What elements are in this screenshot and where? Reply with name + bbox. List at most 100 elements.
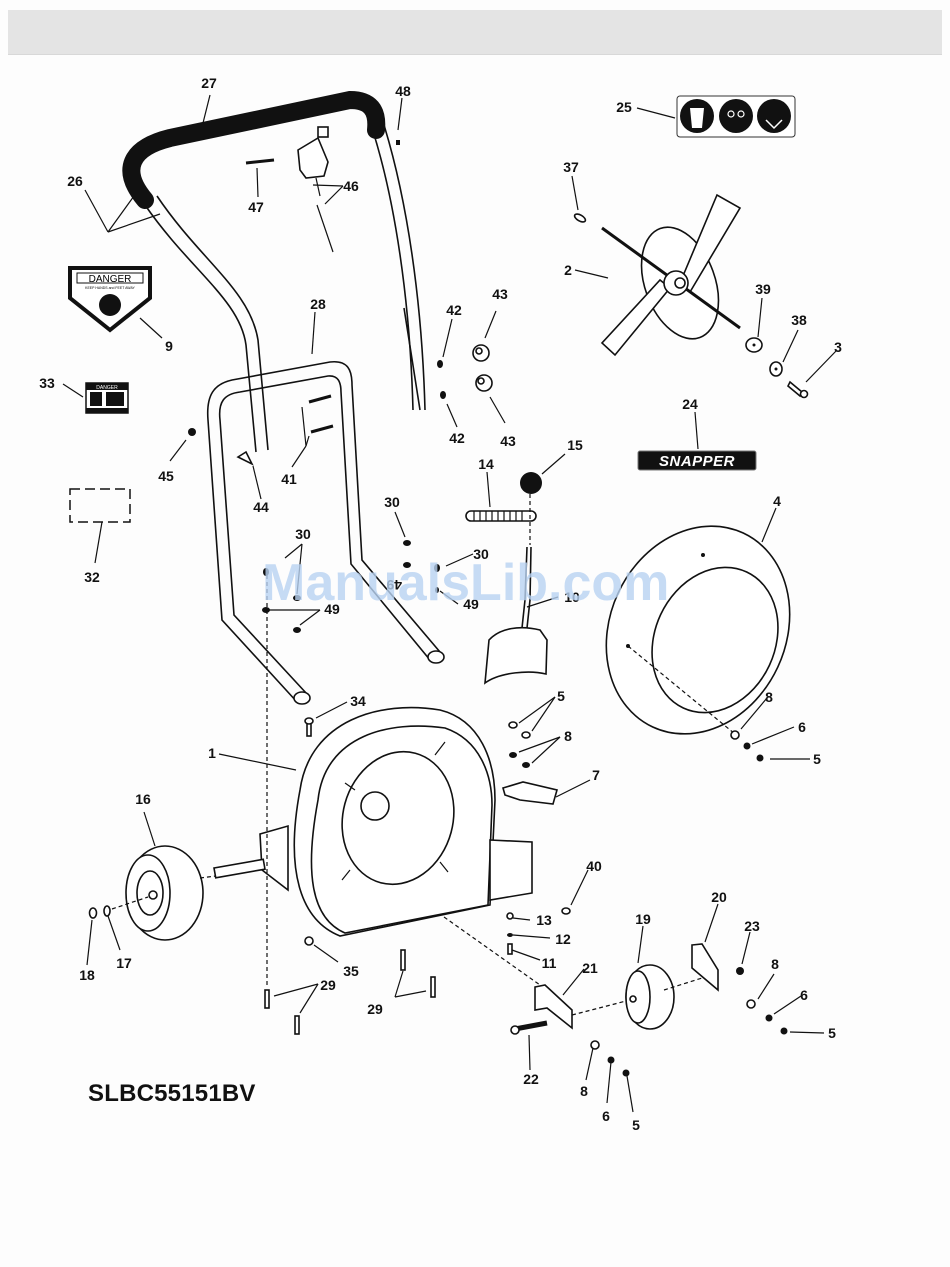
callout-4: 4 (773, 493, 781, 509)
snapper-decal-24[interactable]: SNAPPER (638, 451, 756, 470)
callout-32: 32 (84, 569, 100, 585)
nut-30b[interactable] (293, 595, 301, 601)
housing-cover-4[interactable] (573, 496, 823, 764)
serial-decal-32[interactable] (70, 489, 130, 522)
washer-12[interactable] (507, 933, 513, 937)
bolt-47[interactable] (246, 160, 274, 163)
knob-15[interactable] (520, 472, 542, 494)
callout-30b: 30 (384, 494, 400, 510)
callout-3: 3 (834, 339, 842, 355)
callout-6b: 6 (800, 987, 808, 1003)
callout-16: 16 (135, 791, 151, 807)
callout-9: 9 (165, 338, 173, 354)
callout-1: 1 (208, 745, 216, 761)
callout-43a: 43 (492, 286, 508, 302)
callout-12: 12 (555, 931, 571, 947)
callout-48: 48 (395, 83, 411, 99)
callout-37: 37 (563, 159, 579, 175)
nut-30a[interactable] (263, 568, 269, 576)
callout-30a: 30 (295, 526, 311, 542)
callout-44: 44 (253, 499, 269, 515)
callout-8c: 8 (771, 956, 779, 972)
nut-35[interactable] (305, 937, 313, 945)
eye-protection-icon (719, 99, 753, 133)
callout-29a: 29 (320, 977, 336, 993)
callout-6c: 6 (602, 1108, 610, 1124)
callout-24: 24 (682, 396, 698, 412)
housing-1[interactable] (214, 708, 532, 936)
callout-42b: 42 (449, 430, 465, 446)
carriage-bolts-41[interactable] (309, 396, 333, 432)
callout-5a: 5 (557, 688, 565, 704)
callout-27: 27 (201, 75, 217, 91)
callout-15: 15 (567, 437, 583, 453)
thrown-object-icon (90, 392, 102, 406)
callout-8a: 8 (564, 728, 572, 744)
callout-25: 25 (616, 99, 632, 115)
callout-8b: 8 (765, 689, 773, 705)
deflector-10[interactable] (485, 547, 547, 683)
callout-5c: 5 (828, 1025, 836, 1041)
callout-22: 22 (523, 1071, 539, 1087)
impeller[interactable] (602, 195, 740, 355)
callout-46: 46 (343, 178, 359, 194)
plug-45[interactable] (188, 428, 196, 436)
handle-grip[interactable] (131, 100, 376, 200)
callout-2: 2 (564, 262, 572, 278)
callout-41: 41 (281, 471, 297, 487)
bracket-7[interactable] (503, 782, 557, 804)
fastener-48[interactable] (396, 140, 400, 145)
throttle-control[interactable] (298, 127, 333, 252)
knob-43b[interactable] (476, 375, 492, 391)
bolt-3[interactable] (788, 382, 808, 398)
danger-decal-9[interactable]: DANGER KEEP HANDS and FEET AWAY (70, 268, 150, 330)
model-number: SLBC55151BV (88, 1080, 256, 1108)
callout-49c: 49 (463, 596, 479, 612)
lower-handle[interactable] (208, 362, 444, 704)
cable-clip-44[interactable] (238, 452, 252, 464)
danger-9-title: DANGER (89, 274, 132, 285)
nut-23[interactable] (736, 967, 744, 975)
callout-39: 39 (755, 281, 771, 297)
nut-42a[interactable] (437, 360, 443, 368)
spring-14[interactable] (466, 511, 536, 521)
nut-13[interactable] (507, 913, 513, 919)
danger-9-subtitle: KEEP HANDS and FEET AWAY (85, 286, 135, 290)
lockwasher-38[interactable] (770, 362, 782, 376)
bolt-11[interactable] (508, 944, 512, 954)
callout-14: 14 (478, 456, 494, 472)
nut-30c[interactable] (403, 540, 411, 546)
callout-8d: 8 (580, 1083, 588, 1099)
callout-49b: 49 (386, 577, 402, 593)
front-wheel-19[interactable] (626, 965, 674, 1029)
callout-42a: 42 (446, 302, 462, 318)
hardware-5-8-upper[interactable] (509, 722, 530, 768)
callout-28: 28 (310, 296, 326, 312)
danger-33-title: DANGER (96, 385, 118, 391)
bolt-34[interactable] (305, 718, 313, 736)
knob-43a[interactable] (473, 345, 489, 361)
callout-43b: 43 (500, 433, 516, 449)
washer-49b[interactable] (293, 627, 301, 633)
caster-bracket-20[interactable] (692, 944, 718, 990)
nut-40[interactable] (562, 908, 570, 914)
rear-wheel-16[interactable] (126, 846, 203, 940)
washer-49c[interactable] (435, 587, 439, 593)
axle-bolt-22[interactable] (511, 1023, 547, 1034)
hardware-8-6-5-right[interactable] (747, 1000, 788, 1035)
upper-handle[interactable] (145, 125, 425, 452)
ppe-decal-25[interactable] (677, 96, 795, 137)
nut-42b[interactable] (440, 391, 446, 399)
callout-30c: 30 (473, 546, 489, 562)
washer-17[interactable] (104, 906, 110, 916)
callout-11: 11 (542, 955, 557, 971)
callout-6a: 6 (798, 719, 806, 735)
callout-26: 26 (67, 173, 83, 189)
hardware-8-6-5-cover[interactable] (731, 731, 764, 762)
washer-39[interactable] (746, 338, 762, 352)
retainer-18[interactable] (90, 908, 97, 918)
brand-text: SNAPPER (659, 453, 735, 470)
danger-decal-33[interactable]: DANGER (86, 383, 128, 413)
key-37[interactable] (573, 212, 586, 223)
callout-49a: 49 (324, 601, 340, 617)
